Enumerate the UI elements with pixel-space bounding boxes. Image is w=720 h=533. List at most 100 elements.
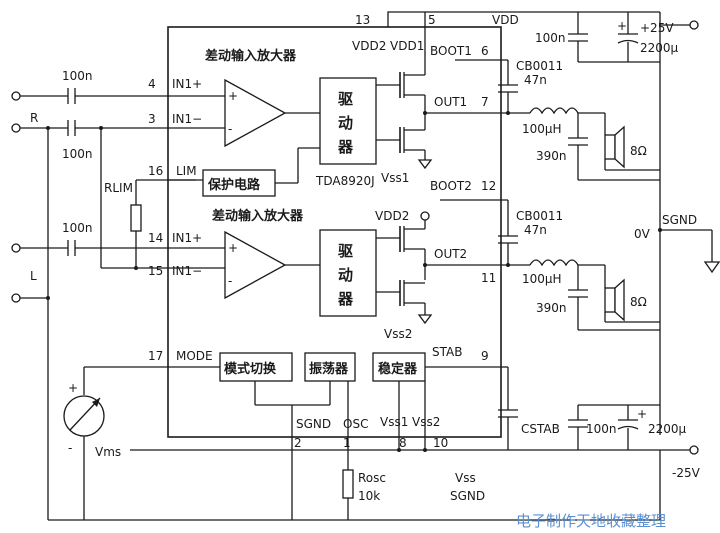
out2-label: OUT2 — [434, 247, 467, 261]
pin1-label: 1 — [343, 436, 351, 450]
mode-switch-block — [219, 352, 293, 382]
cin3-label: 100n — [62, 221, 93, 235]
rosc-label: Rosc — [358, 471, 386, 485]
pin11-label: 11 — [481, 271, 496, 285]
driver1-char1: 驱 — [338, 90, 353, 108]
boot2-label: BOOT2 — [430, 179, 472, 193]
rosc-value: 10k — [358, 489, 380, 503]
speaker-2 — [604, 287, 616, 313]
speaker-1 — [604, 134, 616, 160]
sgnd-pin-label: SGND — [296, 417, 331, 431]
protection-label: 保护电路 — [207, 177, 261, 193]
cap-plus-bottom: + — [637, 407, 647, 421]
stabilizer-label: 稳定器 — [378, 361, 418, 377]
amp2-label: 差动输入放大器 — [212, 208, 304, 224]
driver2-char2: 动 — [338, 266, 353, 284]
in2m-label: IN1− — [172, 264, 202, 278]
boot1-label: BOOT1 — [430, 44, 472, 58]
cb2-label: CB0011 — [516, 209, 563, 223]
cap-plus-top: + — [617, 19, 627, 33]
sgnd-bottom-label: SGND — [450, 489, 485, 503]
pin3-label: 3 — [148, 112, 156, 126]
driver1-char3: 器 — [337, 138, 354, 156]
r-channel-label: R — [30, 111, 38, 125]
pin8-label: 8 — [399, 436, 407, 450]
oscillator-block — [304, 352, 356, 382]
in-r-plus-jack — [11, 91, 21, 101]
vdd2-label-a: VDD2 — [352, 39, 386, 53]
amp1-plus: + — [228, 89, 238, 103]
minus25-label: -25V — [672, 466, 701, 480]
pin2-label: 2 — [294, 436, 302, 450]
driver2-char3: 器 — [337, 290, 354, 308]
inductor-2 — [529, 259, 579, 267]
pin13-label: 13 — [355, 13, 370, 27]
minus25-terminal — [689, 445, 699, 455]
cin2-label: 100n — [62, 147, 93, 161]
pin6-label: 6 — [481, 44, 489, 58]
cb2-value: 47n — [524, 223, 547, 237]
cin1-label: 100n — [62, 69, 93, 83]
vdd2-terminal — [420, 211, 430, 221]
sgnd-ground-symbol — [703, 261, 720, 274]
in1p-label: IN1+ — [172, 77, 202, 91]
cap-2200u-top-label: 2200μ — [640, 41, 679, 55]
cap-100n-top-label: 100n — [535, 31, 566, 45]
vdd1-label: VDD1 — [390, 39, 424, 53]
cap-100n-bottom-label: 100n — [586, 422, 617, 436]
oscillator-label: 振荡器 — [309, 361, 349, 377]
protection-circuit — [202, 169, 276, 197]
amp1-minus: - — [228, 122, 232, 136]
diff-amp-1 — [224, 78, 287, 148]
spk1-label: 8Ω — [630, 144, 647, 158]
pin5-label: 5 — [428, 13, 436, 27]
in-r-minus-jack — [11, 123, 21, 133]
l1-label: 100μH — [522, 122, 562, 136]
pin12-label: 12 — [481, 179, 496, 193]
amp2-plus: + — [228, 241, 238, 255]
inductor-1 — [529, 107, 579, 115]
watermark: 电子制作天地收藏整理 — [516, 512, 666, 530]
cb1-label: CB0011 — [516, 59, 563, 73]
vss1-label-a: Vss1 — [381, 171, 409, 185]
vms-plus: + — [68, 381, 78, 395]
vms-minus: - — [68, 441, 72, 455]
diff-amp-2 — [224, 230, 287, 300]
pin16-label: 16 — [148, 164, 163, 178]
driver1-char2: 动 — [338, 114, 353, 132]
vss2-label-b: Vss2 — [412, 415, 440, 429]
pin4-label: 4 — [148, 77, 156, 91]
vdd-rail — [387, 11, 660, 27]
vms-label: Vms — [95, 445, 121, 459]
stab-label: STAB — [432, 345, 462, 359]
spk2-label: 8Ω — [630, 295, 647, 309]
vss-label: Vss — [455, 471, 476, 485]
rlim-label: RLIM — [104, 181, 133, 195]
pin15-label: 15 — [148, 264, 163, 278]
pin9-label: 9 — [481, 349, 489, 363]
cb1-value: 47n — [524, 73, 547, 87]
chip-label: TDA8920J — [315, 174, 375, 188]
vss2-label-a: Vss2 — [384, 327, 412, 341]
rlim-resistor — [130, 204, 142, 232]
vss1-label-b: Vss1 — [380, 415, 408, 429]
c390-1-label: 390n — [536, 149, 567, 163]
ov-label: 0V — [634, 227, 651, 241]
driver-2 — [319, 229, 377, 317]
in2p-label: IN1+ — [172, 231, 202, 245]
pin17-label: 17 — [148, 349, 163, 363]
lim-label: LIM — [176, 164, 197, 178]
pin14-label: 14 — [148, 231, 163, 245]
in1m-label: IN1− — [172, 112, 202, 126]
vdd2-label-b: VDD2 — [375, 209, 409, 223]
sgnd-right-label: SGND — [662, 213, 697, 227]
out1-label: OUT1 — [434, 95, 467, 109]
pin7-label: 7 — [481, 95, 489, 109]
vdd-label: VDD — [492, 13, 519, 27]
vss1-ground-symbol — [417, 159, 433, 170]
driver2-char1: 驱 — [338, 242, 353, 260]
rosc-resistor — [342, 469, 354, 499]
l-channel-label: L — [30, 269, 37, 283]
